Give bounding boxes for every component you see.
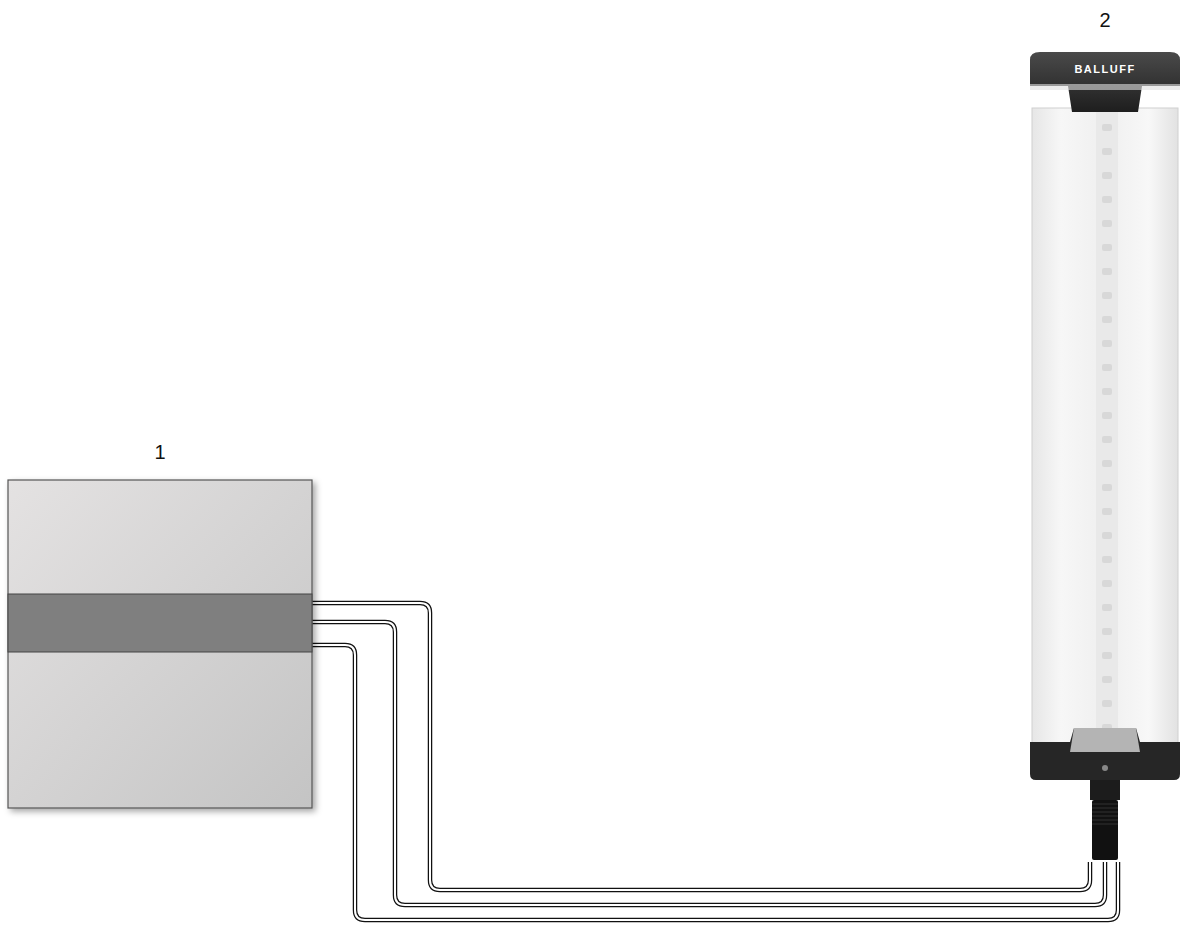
led <box>1102 508 1112 515</box>
terminal-band <box>8 594 312 652</box>
brand-logo: BALLUFF <box>1074 63 1135 75</box>
cable-wire <box>312 622 1105 905</box>
led <box>1102 604 1112 611</box>
led <box>1102 220 1112 227</box>
control-unit-box: 1 <box>8 480 312 808</box>
led <box>1102 388 1112 395</box>
cap-edge <box>1030 84 1180 90</box>
thread <box>1092 812 1118 813</box>
led <box>1102 700 1112 707</box>
led <box>1102 196 1112 203</box>
diffuser-body <box>1032 108 1178 764</box>
callout-number: 1 <box>154 441 165 464</box>
led-strip <box>1096 112 1118 762</box>
wire-outline <box>312 622 1105 905</box>
led <box>1102 580 1112 587</box>
wire-outline <box>312 645 1118 920</box>
led <box>1102 148 1112 155</box>
bottom-plate <box>1070 728 1140 752</box>
connector-nut <box>1090 780 1120 800</box>
led <box>1102 628 1112 635</box>
led <box>1102 436 1112 443</box>
led <box>1102 172 1112 179</box>
wire-core <box>312 645 1118 920</box>
box-shape <box>8 480 312 808</box>
light-tower-device: 2BALLUFF <box>1030 52 1180 862</box>
cable-wire <box>312 645 1118 920</box>
led <box>1102 652 1112 659</box>
connector-body <box>1092 800 1118 860</box>
led <box>1102 532 1112 539</box>
thread <box>1092 816 1118 817</box>
thread <box>1092 820 1118 821</box>
thread <box>1092 808 1118 809</box>
wire-outline <box>312 603 1090 890</box>
thread <box>1092 824 1118 825</box>
led <box>1102 484 1112 491</box>
wire-core <box>312 622 1105 905</box>
led <box>1102 340 1112 347</box>
led <box>1102 124 1112 131</box>
led <box>1102 676 1112 683</box>
bottom-cap <box>1030 728 1180 780</box>
led <box>1102 412 1112 419</box>
led <box>1102 460 1112 467</box>
screw <box>1102 765 1108 771</box>
device-shape <box>1030 52 1180 862</box>
led <box>1102 268 1112 275</box>
led <box>1102 244 1112 251</box>
housing <box>8 480 312 808</box>
wire-core <box>312 603 1090 890</box>
cable-wire <box>312 603 1090 890</box>
led <box>1102 556 1112 563</box>
led <box>1102 292 1112 299</box>
callout-number: 2 <box>1099 9 1110 32</box>
led <box>1102 364 1112 371</box>
top-cap <box>1030 52 1180 112</box>
led <box>1102 316 1112 323</box>
thread <box>1092 804 1118 805</box>
